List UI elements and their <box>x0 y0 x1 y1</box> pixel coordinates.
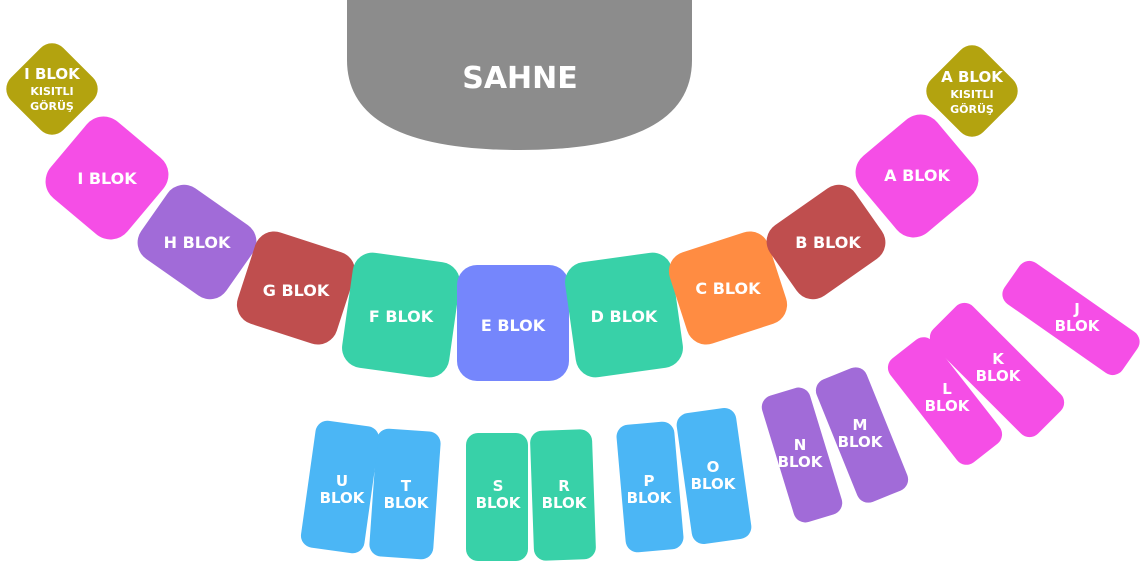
stage-shape <box>347 0 692 150</box>
block-f[interactable]: F BLOK <box>339 250 462 380</box>
block-u-line2: BLOK <box>320 489 366 507</box>
block-m[interactable]: M BLOK <box>812 364 912 507</box>
block-d-label: D BLOK <box>591 307 658 326</box>
block-n-shape <box>761 387 843 523</box>
block-p[interactable]: P BLOK <box>616 421 685 554</box>
block-s-line1: S <box>493 477 504 495</box>
block-l-line1: L <box>942 380 952 398</box>
block-p-shape <box>616 421 684 553</box>
block-o-line2: BLOK <box>691 475 737 493</box>
block-b[interactable]: B BLOK <box>759 177 894 307</box>
block-e-shape <box>457 265 569 381</box>
block-k-line2: BLOK <box>976 367 1022 385</box>
block-h[interactable]: H BLOK <box>130 177 265 307</box>
block-m-shape <box>815 367 909 503</box>
block-o[interactable]: O BLOK <box>675 406 753 545</box>
block-l-line2: BLOK <box>925 397 971 415</box>
block-s-shape <box>466 433 528 561</box>
stage: SAHNE <box>347 0 692 150</box>
block-n[interactable]: N BLOK <box>759 385 845 526</box>
block-a-label: A BLOK <box>884 166 950 185</box>
block-c[interactable]: C BLOK <box>664 226 793 349</box>
block-p-line1: P <box>644 472 655 490</box>
block-o-line1: O <box>707 458 720 476</box>
block-h-shape <box>137 184 257 300</box>
block-l-shape <box>887 337 1003 465</box>
block-t[interactable]: T BLOK <box>369 428 442 560</box>
block-u-shape <box>300 420 380 554</box>
block-j[interactable]: J BLOK <box>998 256 1145 380</box>
block-r-shape <box>530 429 596 561</box>
block-c-shape <box>668 231 788 345</box>
block-t-line1: T <box>401 477 412 495</box>
block-u[interactable]: U BLOK <box>299 419 380 555</box>
block-j-line2: BLOK <box>1055 317 1101 335</box>
block-p-line2: BLOK <box>627 489 673 507</box>
block-a-restricted-title: A BLOK <box>941 68 1004 86</box>
block-o-shape <box>676 408 752 544</box>
block-i-restricted-title: I BLOK <box>24 65 81 83</box>
block-a-restricted-line2: GÖRÜŞ <box>950 102 994 116</box>
block-j-line1: J <box>1073 300 1080 318</box>
block-m-line1: M <box>853 416 868 434</box>
block-m-line2: BLOK <box>838 433 884 451</box>
block-i-restricted-shape <box>6 43 98 135</box>
block-a-shape <box>855 114 979 238</box>
block-i-restricted-line1: KISITLI <box>30 85 73 98</box>
block-b-label: B BLOK <box>795 233 861 252</box>
block-e[interactable]: E BLOK <box>457 265 569 381</box>
block-s-line2: BLOK <box>476 494 522 512</box>
block-a-restricted[interactable]: A BLOK KISITLI GÖRÜŞ <box>920 39 1025 144</box>
block-i-shape <box>45 116 169 240</box>
block-t-line2: BLOK <box>384 494 430 512</box>
block-a[interactable]: A BLOK <box>847 106 988 247</box>
block-d[interactable]: D BLOK <box>562 250 685 380</box>
block-j-shape <box>1002 260 1140 376</box>
block-k-line1: K <box>992 350 1005 368</box>
block-t-shape <box>369 428 441 560</box>
block-i-restricted[interactable]: I BLOK KISITLI GÖRÜŞ <box>0 37 104 142</box>
stage-label: SAHNE <box>462 61 578 96</box>
block-i-restricted-line2: GÖRÜŞ <box>30 99 74 113</box>
block-g-shape <box>236 231 356 345</box>
block-i-label: I BLOK <box>77 169 137 188</box>
block-k[interactable]: K BLOK <box>925 298 1069 442</box>
block-n-line1: N <box>794 436 807 454</box>
block-f-label: F BLOK <box>369 307 434 326</box>
block-r-line2: BLOK <box>542 494 588 512</box>
block-a-restricted-shape <box>926 45 1018 137</box>
block-c-label: C BLOK <box>695 279 761 298</box>
block-f-shape <box>342 252 460 378</box>
block-k-shape <box>929 302 1065 438</box>
block-l[interactable]: L BLOK <box>883 332 1007 469</box>
block-a-restricted-line1: KISITLI <box>950 88 993 101</box>
block-g[interactable]: G BLOK <box>232 226 361 349</box>
block-s[interactable]: S BLOK <box>466 433 528 561</box>
block-e-label: E BLOK <box>481 316 546 335</box>
block-g-label: G BLOK <box>263 281 330 300</box>
block-r[interactable]: R BLOK <box>530 429 596 561</box>
block-u-line1: U <box>336 472 348 490</box>
block-r-line1: R <box>558 477 570 495</box>
block-h-label: H BLOK <box>164 233 231 252</box>
block-i[interactable]: I BLOK <box>37 108 178 249</box>
block-n-line2: BLOK <box>778 453 824 471</box>
block-d-shape <box>565 252 683 378</box>
block-b-shape <box>766 184 886 300</box>
